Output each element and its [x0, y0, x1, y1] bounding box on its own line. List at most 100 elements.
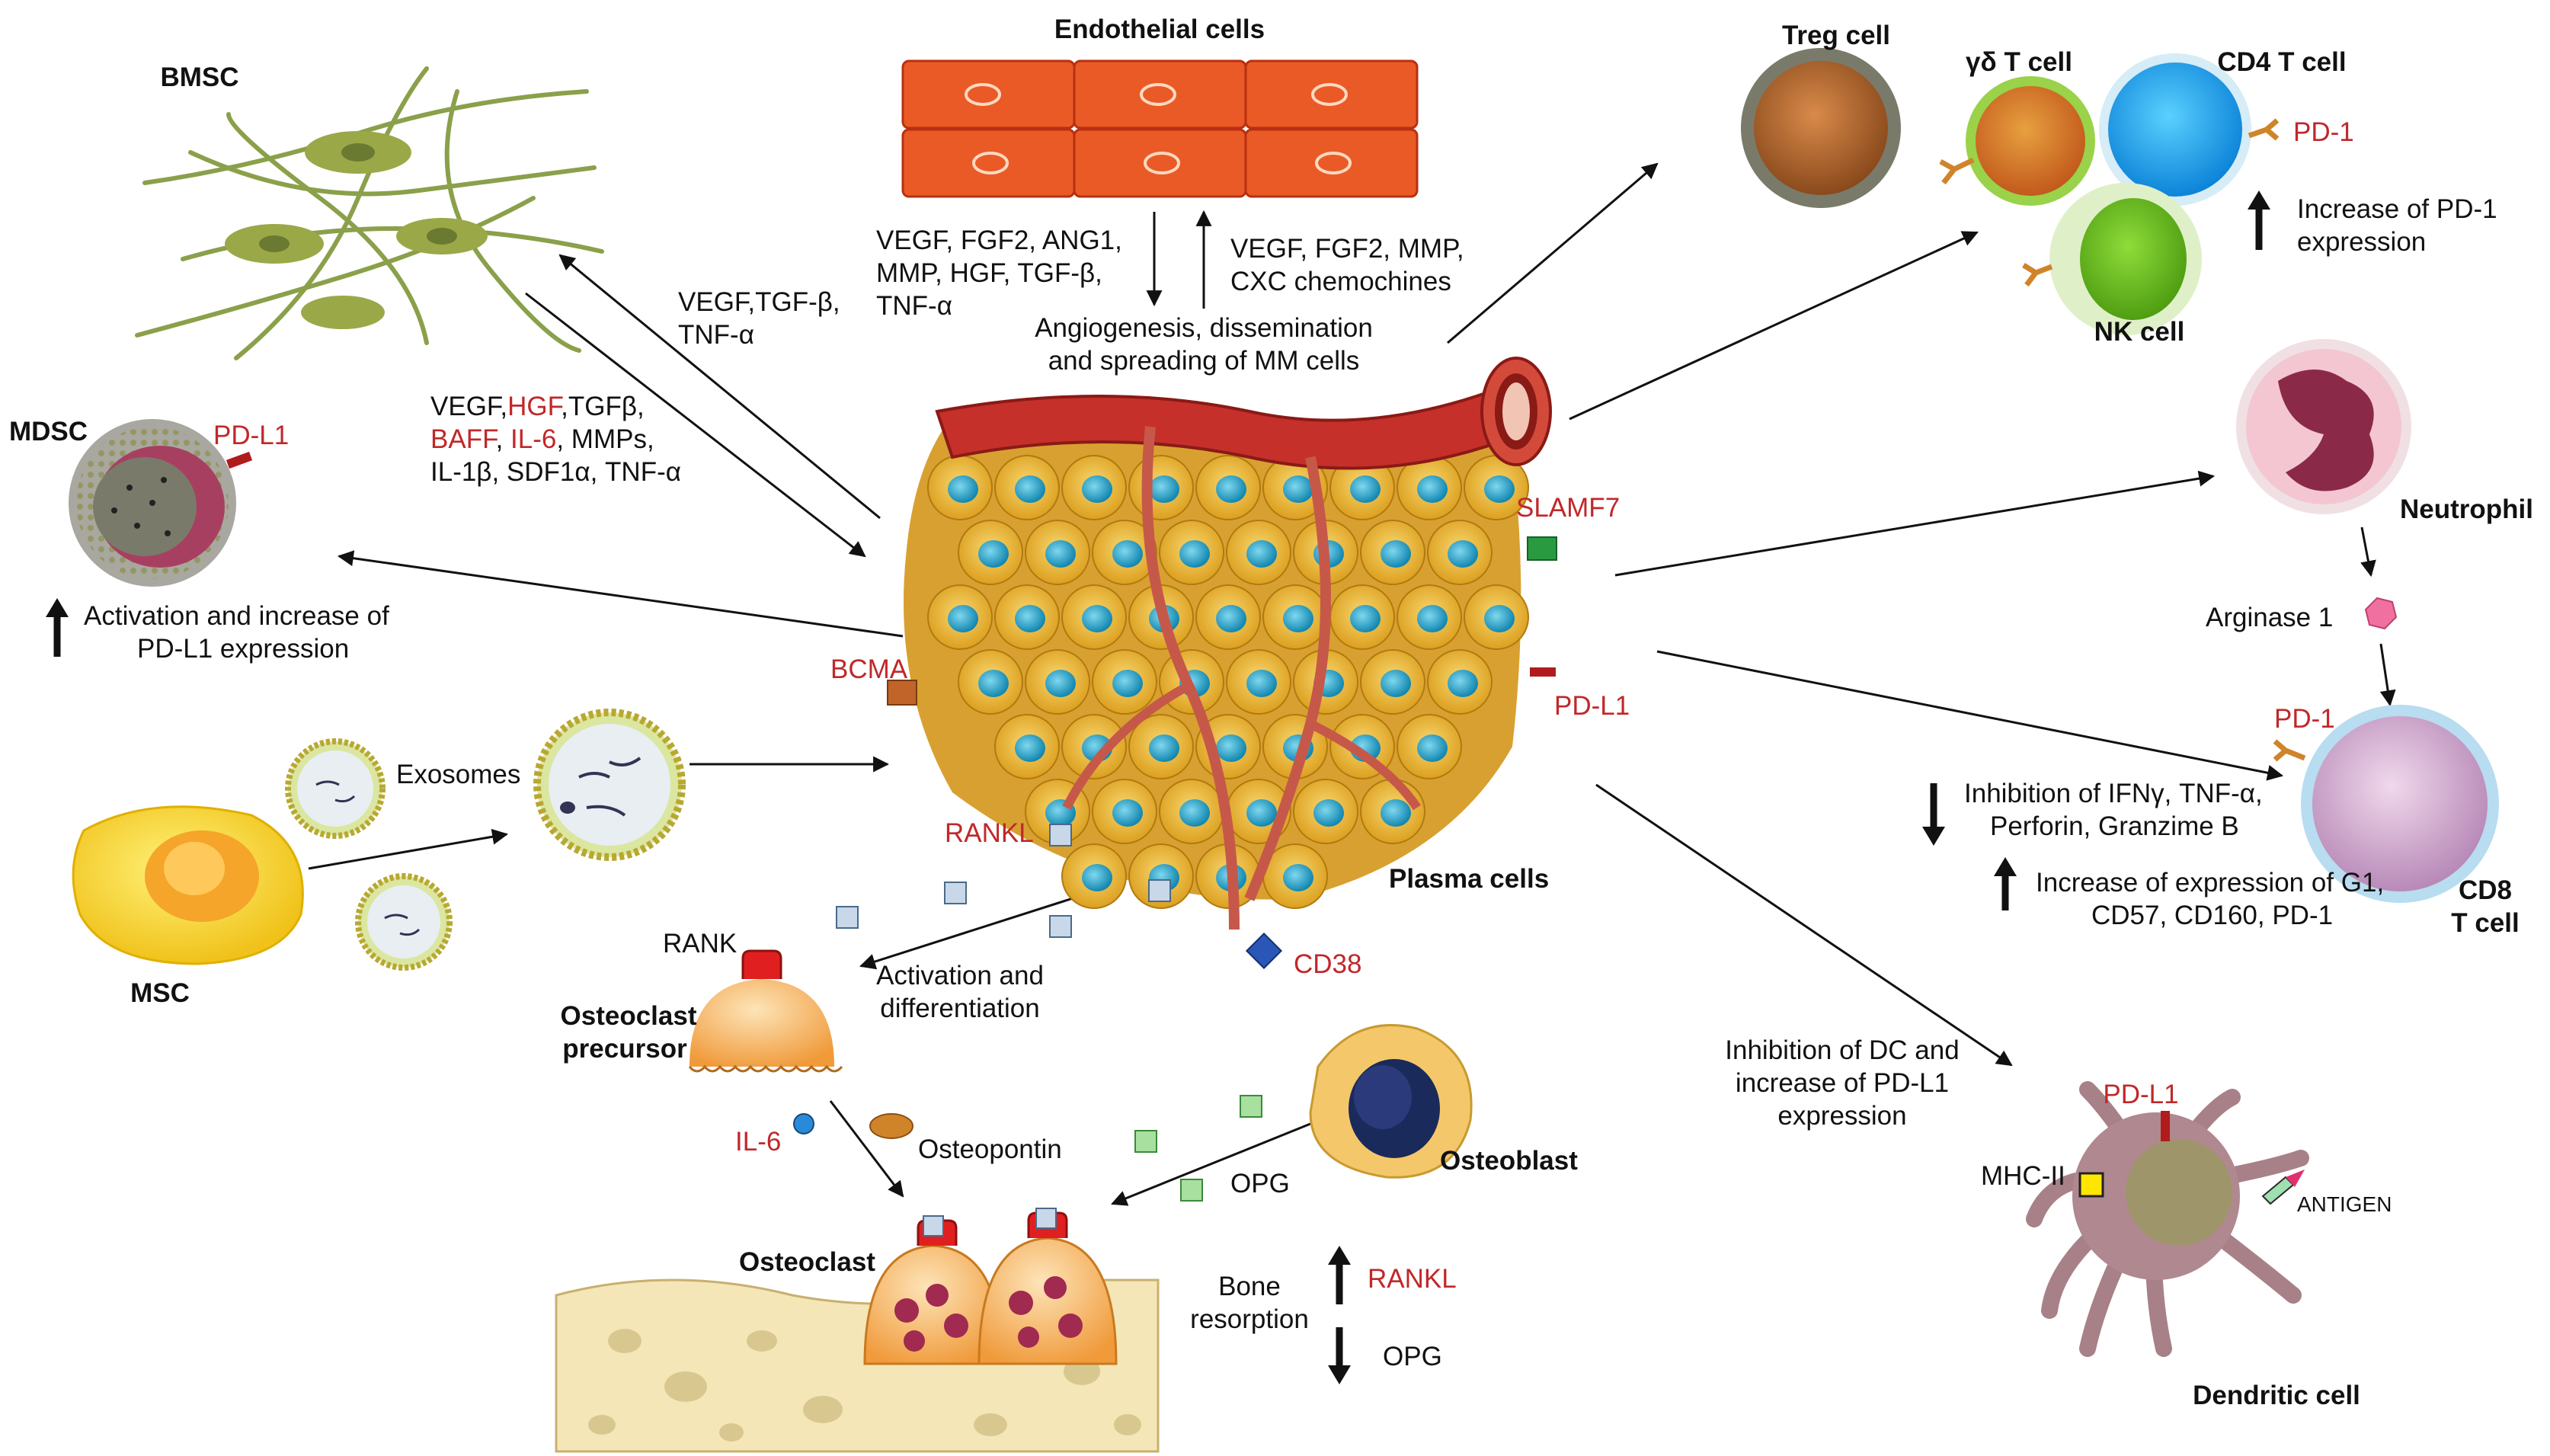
plasma-cell-nucleus: [1381, 540, 1411, 568]
text-endo-up-1: VEGF, FGF2, MMP,: [1230, 234, 1464, 264]
label-treg: Treg cell: [1782, 21, 1890, 50]
label-pd1-cd4: PD-1: [2293, 117, 2354, 147]
plasma-cell-nucleus: [1350, 475, 1381, 503]
plasma-cell-nucleus: [1448, 540, 1478, 568]
label-pd1-cd8: PD-1: [2274, 704, 2335, 734]
pd1-cd8-receptor-icon: [2273, 739, 2306, 762]
text-cd8-increase-2: CD57, CD160, PD-1: [2091, 901, 2333, 930]
osteoblast-cell: [1309, 1024, 1473, 1179]
msc-cell: [72, 805, 304, 965]
plasma-cell-nucleus: [1112, 540, 1143, 568]
label-osteoclast-precursor-2: precursor: [562, 1034, 687, 1064]
exosome-small-2: [355, 873, 453, 971]
plasma-cell-nucleus: [1381, 799, 1411, 827]
plasma-cell-nucleus: [1283, 864, 1313, 891]
label-opg: OPG: [1230, 1169, 1290, 1198]
plasma-cell-nucleus: [1015, 475, 1045, 503]
plasma-cell-nucleus: [1216, 734, 1246, 762]
label-cd8-1: CD8: [2459, 875, 2512, 905]
label-dendritic: Dendritic cell: [2193, 1381, 2360, 1410]
plasma-cell-nucleus: [1112, 799, 1143, 827]
dendritic-cell: [2026, 1081, 2309, 1357]
text-endo-down-2: MMP, HGF, TGF-β,: [876, 258, 1102, 288]
pdl1-dc-icon: [2161, 1111, 2170, 1141]
plasma-cell-nucleus: [1484, 605, 1515, 632]
plasma-cell-nucleus: [1246, 799, 1277, 827]
pd1-receptor-icon: [2248, 118, 2280, 141]
label-pdl1-dc: PD-L1: [2103, 1080, 2178, 1109]
arrow-to-cd8: [1656, 650, 2284, 781]
text-pd1-increase-2: expression: [2297, 227, 2426, 257]
rank-receptor-icon: [741, 949, 782, 979]
label-il6: IL-6: [735, 1127, 781, 1157]
arrow-neutrophil-to-arginase: [2360, 526, 2376, 578]
label-bmsc: BMSC: [160, 62, 238, 92]
plasma-cell-cluster: [904, 427, 1529, 909]
mhc2-icon: [2078, 1172, 2104, 1198]
neutrophil-cell: [2236, 339, 2411, 514]
rankl-particles: [836, 879, 1171, 938]
label-plasma: Plasma cells: [1389, 864, 1549, 894]
arrow-from-bmsc: [525, 292, 866, 558]
label-osteoclast: Osteoclast: [739, 1247, 875, 1277]
endothelial-cells: [901, 59, 1419, 198]
text-cd8-inhibition-1: Inhibition of IFNγ, TNF-α,: [1964, 779, 2263, 808]
label-osteopontin: Osteopontin: [918, 1134, 1062, 1164]
gd-t-cell: [1939, 76, 2095, 206]
text-cd8-increase-1: Increase of expression of G1,: [2036, 868, 2384, 898]
arrow-msc-to-exosomes: [308, 828, 509, 870]
label-cd4-t: CD4 T cell: [2217, 47, 2346, 77]
text-bmsc-in-3: IL-1β, SDF1α, TNF-α: [430, 457, 681, 487]
osteoclast-precursor: [688, 949, 843, 1073]
cd8-t-cell: [2273, 705, 2499, 903]
label-slamf7: SLAMF7: [1516, 493, 1620, 523]
text-activation-1: Activation and: [876, 961, 1044, 990]
treg-cell: [1741, 48, 1901, 208]
opg-particles: [1134, 1095, 1262, 1202]
plasma-cell-nucleus: [1015, 734, 1045, 762]
plasma-cell-nucleus: [1149, 475, 1179, 503]
labels: Endothelial cells VEGF, FGF2, ANG1, MMP,…: [9, 14, 2533, 1410]
rankl-icon: [1049, 824, 1072, 846]
plasma-cell-nucleus: [978, 670, 1009, 697]
mdsc-cell: [69, 419, 253, 587]
cd38-icon: [1245, 932, 1283, 970]
arrow-to-osteoclast-precursor: [859, 891, 1090, 970]
plasma-cell-nucleus: [1082, 864, 1112, 891]
text-bmsc-in-2: BAFF, IL-6, MMPs,: [430, 424, 654, 454]
plasma-cell-nucleus: [1417, 605, 1448, 632]
text-activation-2: differentiation: [880, 994, 1040, 1023]
antigen-icon: [2261, 1176, 2295, 1205]
text-mdsc-activation-2: PD-L1 expression: [137, 634, 349, 664]
arrow-to-neutrophil: [1614, 470, 2216, 577]
text-endo-up-2: CXC chemochines: [1230, 267, 1451, 296]
cd4-t-cell: [2099, 53, 2280, 206]
plasma-cell-nucleus: [948, 605, 978, 632]
label-mhc2: MHC-II: [1981, 1161, 2065, 1191]
text-endo-down-1: VEGF, FGF2, ANG1,: [876, 226, 1122, 255]
plasma-cell-nucleus: [1112, 670, 1143, 697]
plasma-cell-nucleus: [1381, 670, 1411, 697]
arrow-to-dendritic: [1595, 783, 2013, 1067]
plasma-cell-nucleus: [1149, 734, 1179, 762]
osteoclast-cells: [863, 1208, 1118, 1365]
label-opg-down: OPG: [1383, 1342, 1442, 1371]
arrows: [308, 162, 2396, 1206]
il6-icon: [793, 1113, 814, 1134]
plasma-cell-nucleus: [1484, 475, 1515, 503]
blood-vessel: [935, 357, 1552, 930]
label-exosomes: Exosomes: [396, 760, 520, 789]
plasma-cell-nucleus: [1417, 734, 1448, 762]
text-mdsc-activation-1: Activation and increase of: [84, 601, 389, 631]
arrow-to-treg: [1447, 162, 1659, 344]
text-dc-inhibition-2: increase of PD-L1: [1736, 1068, 1949, 1098]
arrow-osteoblast-to-osteoclast: [1111, 1122, 1311, 1206]
label-osteoclast-precursor-1: Osteoclast: [561, 1001, 697, 1031]
text-cd8-inhibition-2: Perforin, Granzime B: [1990, 811, 2239, 841]
plasma-cell-nucleus: [978, 540, 1009, 568]
label-pdl1-mdsc: PD-L1: [213, 421, 289, 450]
plasma-cell-nucleus: [1246, 670, 1277, 697]
plasma-cell-nucleus: [1216, 605, 1246, 632]
osteopontin-icon: [869, 1113, 913, 1139]
plasma-cell-nucleus: [1179, 540, 1210, 568]
